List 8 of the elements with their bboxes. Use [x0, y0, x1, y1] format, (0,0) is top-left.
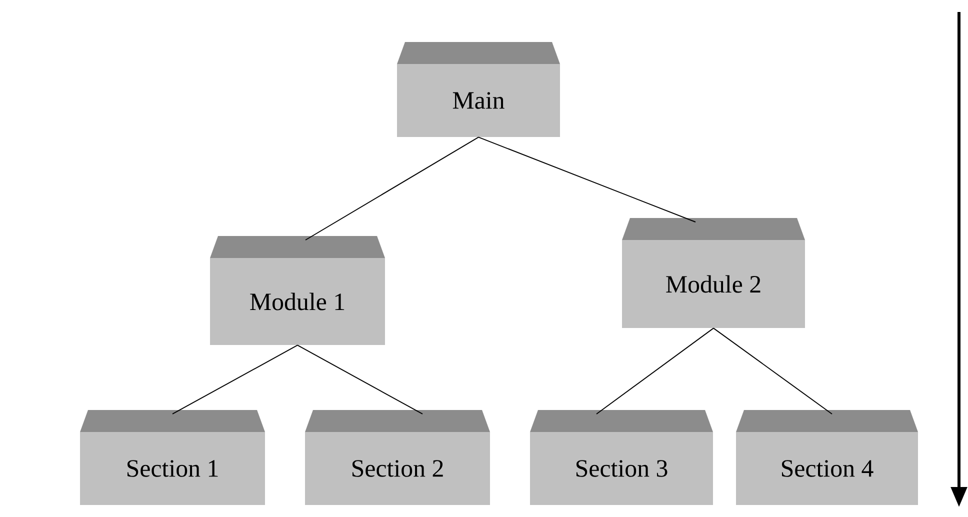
- process-box: Section 3: [530, 410, 713, 505]
- process-box: Section 2: [305, 410, 490, 505]
- process-box: Section 1: [80, 410, 265, 505]
- process-box: Module 2: [622, 218, 805, 328]
- process-box: Main: [397, 42, 560, 137]
- process-box: Module 1: [210, 236, 385, 345]
- process-box: Section 4: [736, 410, 918, 505]
- connector-line: [478, 136, 696, 222]
